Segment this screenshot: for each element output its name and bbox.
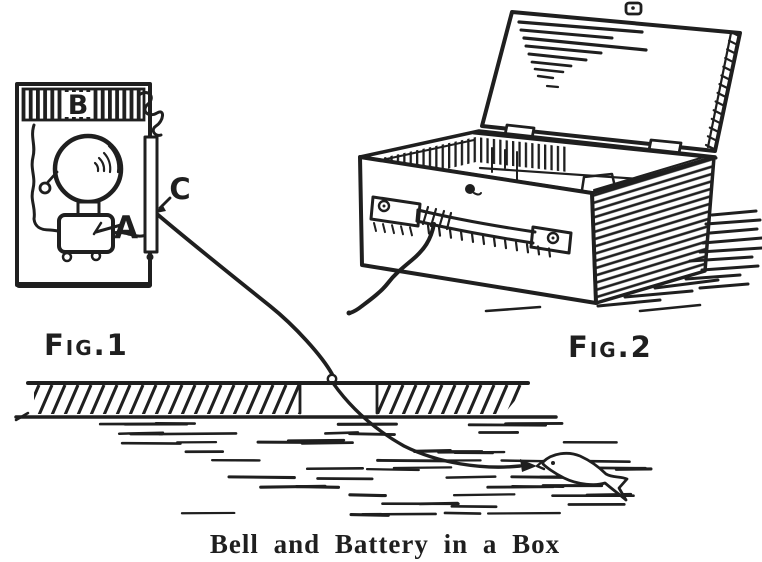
- gong-shading: [93, 144, 120, 174]
- box-handle: [369, 195, 573, 258]
- lid-shading: [517, 20, 648, 89]
- lid-hinge-texture: [704, 30, 741, 151]
- wire-from-box: [348, 222, 436, 315]
- handle-bar: [416, 208, 537, 234]
- terminal-bottom-1: [61, 251, 73, 263]
- fig2-label: Fig.2: [568, 330, 653, 364]
- wire-upper-run: [155, 212, 334, 376]
- bell-clapper: [46, 170, 59, 184]
- dock-hatch-right: [377, 385, 528, 414]
- wire-end-arrow: [520, 459, 537, 472]
- fish: [535, 451, 629, 502]
- wire-underwater-run: [331, 381, 522, 469]
- dock: [14, 381, 558, 422]
- terminal-left: [38, 181, 52, 195]
- label-a-leader: [94, 223, 123, 234]
- part-label-a: A: [114, 210, 138, 246]
- ground-shadow-lines: [484, 209, 762, 313]
- wire-wrap-marks: [421, 205, 453, 231]
- back-rim: [472, 131, 718, 160]
- box-knob: [465, 184, 475, 194]
- wire-hook-squiggle: [137, 90, 164, 137]
- fish-eye: [551, 461, 555, 465]
- bell-mechanism-box: [57, 213, 115, 254]
- part-label-c: C: [169, 172, 190, 206]
- terminal-rail: [143, 135, 159, 254]
- fish-body: [541, 451, 629, 502]
- dock-hatch-left: [34, 385, 300, 414]
- figure-caption: Bell and Battery in a Box: [210, 529, 560, 559]
- fig2-battery-box: Fig.2: [346, 1, 762, 364]
- fig1-bell-board: B A C Fig.1: [15, 82, 191, 362]
- part-label-b: B: [68, 90, 89, 121]
- fig1-label: Fig.1: [44, 328, 129, 362]
- board-wiring: [30, 123, 153, 238]
- fish-mouth: [535, 459, 546, 471]
- wire-bell-to-water: [155, 212, 537, 472]
